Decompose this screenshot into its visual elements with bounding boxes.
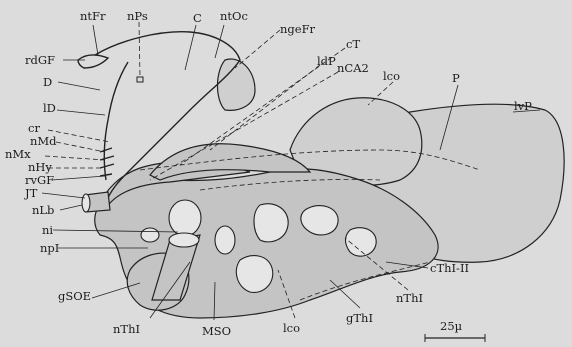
label-cT: cT xyxy=(346,37,360,51)
label-rdGF: rdGF xyxy=(25,53,55,67)
leader-D xyxy=(58,82,100,90)
scale-bar-label: 25µ xyxy=(440,319,463,333)
nPs-marker xyxy=(137,77,143,82)
label-nMd: nMd xyxy=(30,134,57,148)
label-cThI-II: cThI-II xyxy=(430,261,469,275)
leader-ngeFr xyxy=(235,30,280,68)
nLb-end xyxy=(82,194,90,212)
leader-nMx xyxy=(45,156,105,160)
label-nThI-left: nThI xyxy=(113,322,140,336)
label-gSOE: gSOE xyxy=(58,289,91,303)
label-nCA2: nCA2 xyxy=(337,61,369,75)
leader-nLb xyxy=(60,205,82,210)
label-cr: cr xyxy=(28,121,40,135)
hole-1 xyxy=(169,200,201,236)
label-nLb: nLb xyxy=(32,203,54,217)
leader-JT xyxy=(42,193,85,198)
label-nPs: nPs xyxy=(127,9,148,23)
scale-bar: 25µ xyxy=(425,319,485,342)
hole-2 xyxy=(215,226,235,254)
label-C: C xyxy=(193,11,202,25)
label-MSO: MSO xyxy=(202,324,231,338)
label-P: P xyxy=(452,71,460,85)
hole-3 xyxy=(254,204,288,242)
label-D: D xyxy=(43,75,52,89)
appendage-group xyxy=(100,148,114,176)
label-lco-bottom: lco xyxy=(283,321,300,335)
label-ldP: ldP xyxy=(317,54,336,68)
label-lD: lD xyxy=(43,101,56,115)
head-outline xyxy=(104,62,128,180)
label-nHy: nHy xyxy=(28,160,52,174)
anterior-process xyxy=(78,55,108,68)
label-ni: ni xyxy=(42,223,53,237)
label-JT: JT xyxy=(24,186,38,200)
label-npI: npI xyxy=(40,241,59,255)
hole-7 xyxy=(141,228,159,242)
leader-lD xyxy=(57,110,105,115)
label-gThI: gThI xyxy=(346,311,373,325)
label-lvP: lvP xyxy=(514,99,532,113)
leader-ntFr xyxy=(93,25,98,55)
leader-rvGF xyxy=(52,176,105,180)
label-ntFr: ntFr xyxy=(80,9,106,23)
tube-end xyxy=(169,233,199,247)
hole-5 xyxy=(236,256,272,293)
label-ngeFr: ngeFr xyxy=(280,22,316,36)
label-rvGF: rvGF xyxy=(25,173,54,187)
label-ntOc: ntOc xyxy=(220,9,248,23)
label-lco-top: lco xyxy=(383,69,400,83)
label-nMx: nMx xyxy=(5,147,31,161)
leader-nMd xyxy=(56,142,105,152)
leader-cr xyxy=(48,130,110,142)
leader-nPs xyxy=(139,22,140,77)
label-nThI-right: nThI xyxy=(396,291,423,305)
